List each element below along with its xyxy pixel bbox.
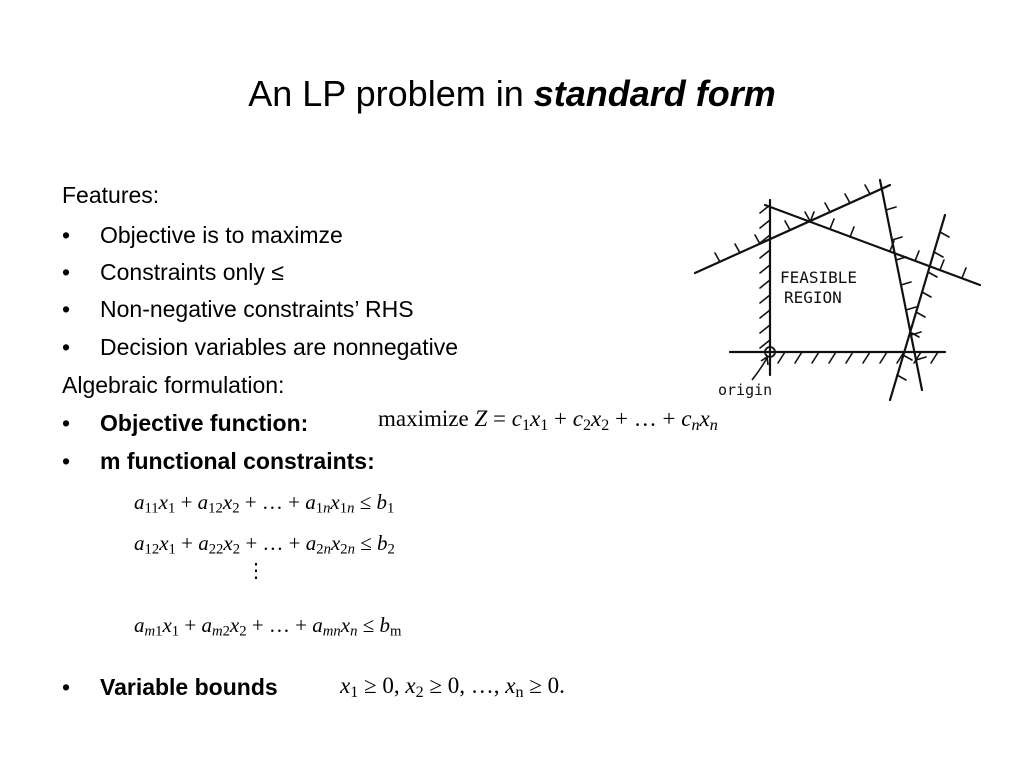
constraint-row-1: a11x1 + a12x2 + … + a1nx1n ≤ b1 — [134, 490, 395, 517]
origin-arrow — [751, 357, 768, 381]
figure-label-region: REGION — [784, 288, 842, 307]
objective-formula: maximize Z = c1x1 + c2x2 + … + cnxn — [378, 406, 718, 435]
maximize-word: maximize — [378, 406, 469, 431]
origin-arrowhead — [760, 355, 769, 366]
figure-constraint-line — [693, 183, 892, 275]
title-emphasis: standard form — [533, 73, 776, 114]
bullet-dot: • — [62, 222, 71, 248]
feature-item: Non-negative constraints’ RHS — [100, 296, 414, 322]
feature-item: Objective is to maximze — [100, 222, 343, 248]
bounds-formula: x1 ≥ 0, x2 ≥ 0, …, xn ≥ 0. — [340, 673, 565, 702]
bullet-dot: • — [62, 296, 71, 322]
feature-item: Decision variables are nonnegative — [100, 334, 458, 360]
constraint-row-2: a12x1 + a22x2 + … + a2nx2n ≤ b2 — [134, 531, 395, 558]
features-heading: Features: — [62, 182, 160, 208]
title-prefix: An LP problem in — [248, 73, 534, 114]
bullet-dot: • — [62, 448, 71, 474]
figure-label-feasible: FEASIBLE — [780, 268, 857, 287]
bullet-dot: • — [62, 410, 71, 436]
constraints-label: m functional constraints: — [100, 448, 375, 474]
bounds-label: Variable bounds — [100, 674, 278, 700]
bullet-dot: • — [62, 259, 71, 285]
figure-constraint-line — [888, 213, 947, 402]
figure-constraint-line — [763, 203, 982, 287]
algebraic-heading: Algebraic formulation: — [62, 372, 285, 398]
bullet-dot: • — [62, 334, 71, 360]
origin-marker — [764, 346, 776, 358]
feasible-region-figure: FEASIBLE REGION origin — [693, 178, 982, 402]
figure-hatching — [714, 184, 967, 381]
page-title: An LP problem in standard form — [0, 72, 1024, 116]
feature-item: Constraints only ≤ — [100, 259, 284, 285]
figure-label-origin: origin — [718, 381, 772, 399]
objective-label: Objective function: — [100, 410, 309, 436]
bullet-dot: • — [62, 674, 71, 700]
constraint-row-m: am1x1 + am2x2 + … + amnxn ≤ bm — [134, 613, 402, 640]
vertical-ellipsis: ⋮ — [246, 558, 266, 582]
